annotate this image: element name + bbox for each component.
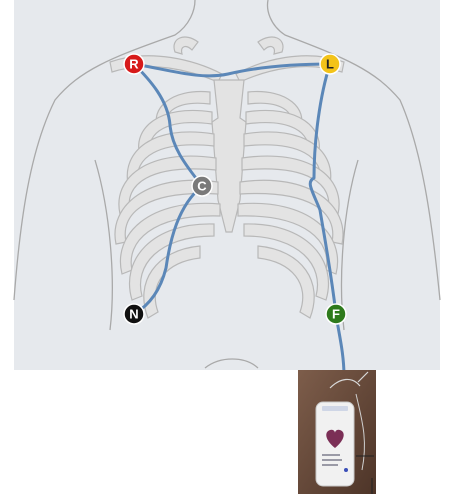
electrode-c: C bbox=[192, 176, 212, 196]
electrode-n: N bbox=[124, 304, 144, 324]
electrode-label-c: C bbox=[197, 179, 207, 194]
electrode-label-r: R bbox=[129, 57, 139, 72]
electrode-r: R bbox=[124, 54, 144, 74]
electrode-label-n: N bbox=[129, 307, 138, 322]
electrode-l: L bbox=[320, 54, 340, 74]
electrode-f: F bbox=[326, 304, 346, 324]
electrode-label-l: L bbox=[326, 57, 334, 72]
ecg-recorder-device bbox=[298, 370, 376, 494]
electrode-label-f: F bbox=[332, 307, 340, 322]
